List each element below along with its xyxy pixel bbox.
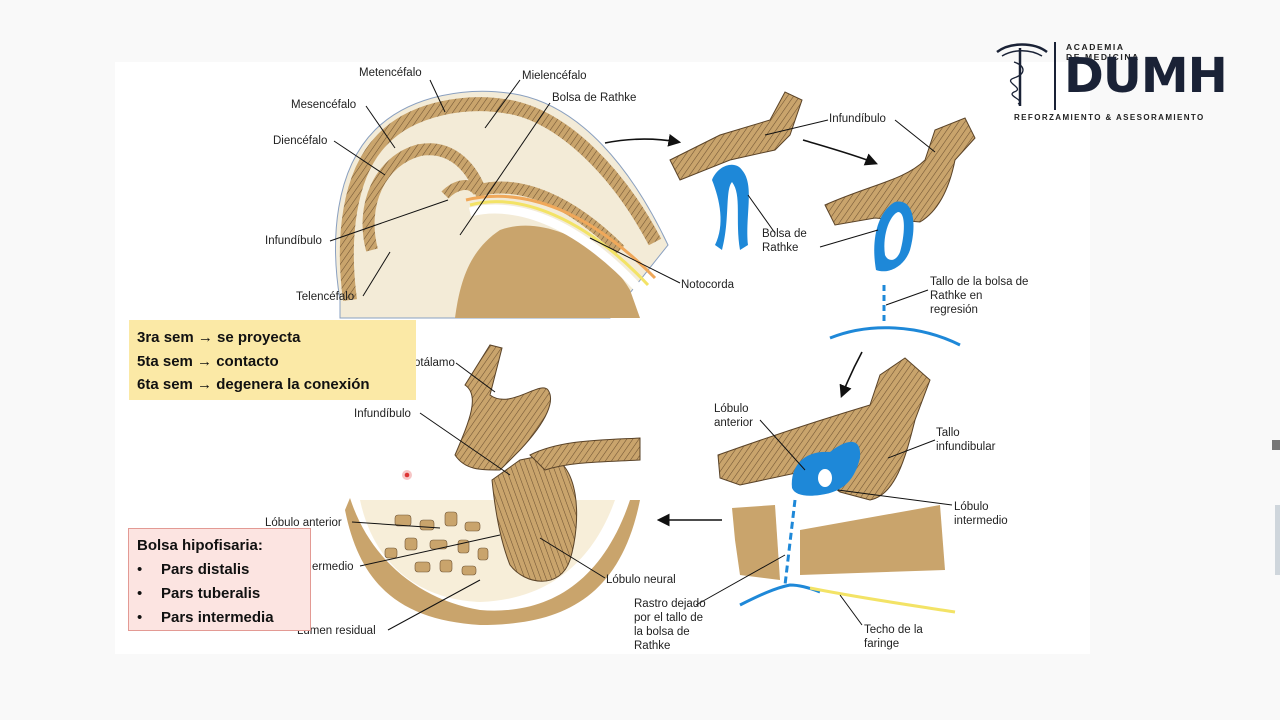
timeline-line-1: 3ra sem → se proyecta [137,329,301,346]
dumh-logo: ACADEMIA DE MEDICINA DUMH REFORZAMIENTO … [992,40,1232,125]
list-item: Pars tuberalis [137,582,302,606]
label-lobulo-anterior-2: Lóbulo anterior [265,517,342,529]
label-notocorda: Notocorda [681,279,735,291]
edge-strip [1272,440,1280,450]
label-techo-faringe: Techo de la faringe [864,624,923,650]
label-telencefalo: Telencéfalo [296,291,355,303]
panel-stage-3 [824,117,976,347]
panel-stage-4 [717,357,956,614]
label-metencefalo: Metencéfalo [359,67,422,79]
label-tallo-infundibular: Tallo infundibular [936,427,996,453]
panel-stage-2 [669,91,803,250]
label-infundibulo-3: Infundíbulo [354,408,411,420]
label-diencefalo: Diencéfalo [273,135,328,147]
panel-adult-pituitary [345,344,641,625]
label-hipotalamo: otálamo [414,357,455,369]
label-rastro: Rastro dejado por el tallo de la bolsa d… [634,598,706,652]
label-lobulo-intermedio-2: Lóbulo intermedio [954,501,1008,527]
caduceus-icon [996,43,1048,106]
label-mielencefalo: Mielencéfalo [522,70,587,82]
bolsa-hipofisaria-note: Bolsa hipofisaria: Pars distalis Pars tu… [128,528,311,631]
timeline-note: 3ra sem → se proyecta 5ta sem → contacto… [129,320,416,400]
timeline-line-3: 6ta sem → degenera la conexión [137,376,370,393]
label-lumen-residual: Lumen residual [297,625,376,637]
label-infundibulo-1: Infundíbulo [265,235,322,247]
logo-line-2: DE MEDICINA [1066,52,1140,62]
label-bolsa-rathke-1: Bolsa de Rathke [552,92,637,104]
bolsa-title: Bolsa hipofisaria: [137,537,263,554]
timeline-line-2: 5ta sem → contacto [137,352,279,370]
label-lobulo-neural: Lóbulo neural [606,574,676,586]
bolsa-list: Pars distalis Pars tuberalis Pars interm… [137,558,302,630]
logo-brand: DUMH [1064,48,1228,104]
label-bolsa-rathke-2: Bolsa de Rathke [762,228,807,254]
logo-tagline: REFORZAMIENTO & ASESORAMIENTO [1014,113,1205,122]
label-mesencefalo: Mesencéfalo [291,99,357,111]
label-intermedio-partial: ermedio [312,561,354,573]
flow-arrows [604,134,878,527]
label-lobulo-anterior-1: Lóbulo anterior [714,403,753,429]
panel-sagittal-brain [335,90,669,319]
leader-lines [329,79,953,631]
logo-line-1: ACADEMIA [1066,42,1125,52]
label-tallo-bolsa: Tallo de la bolsa de Rathke en regresión [930,276,1029,316]
list-item: Pars intermedia [137,606,302,630]
label-infundibulo-2: Infundíbulo [829,113,886,125]
list-item: Pars distalis [137,558,302,582]
